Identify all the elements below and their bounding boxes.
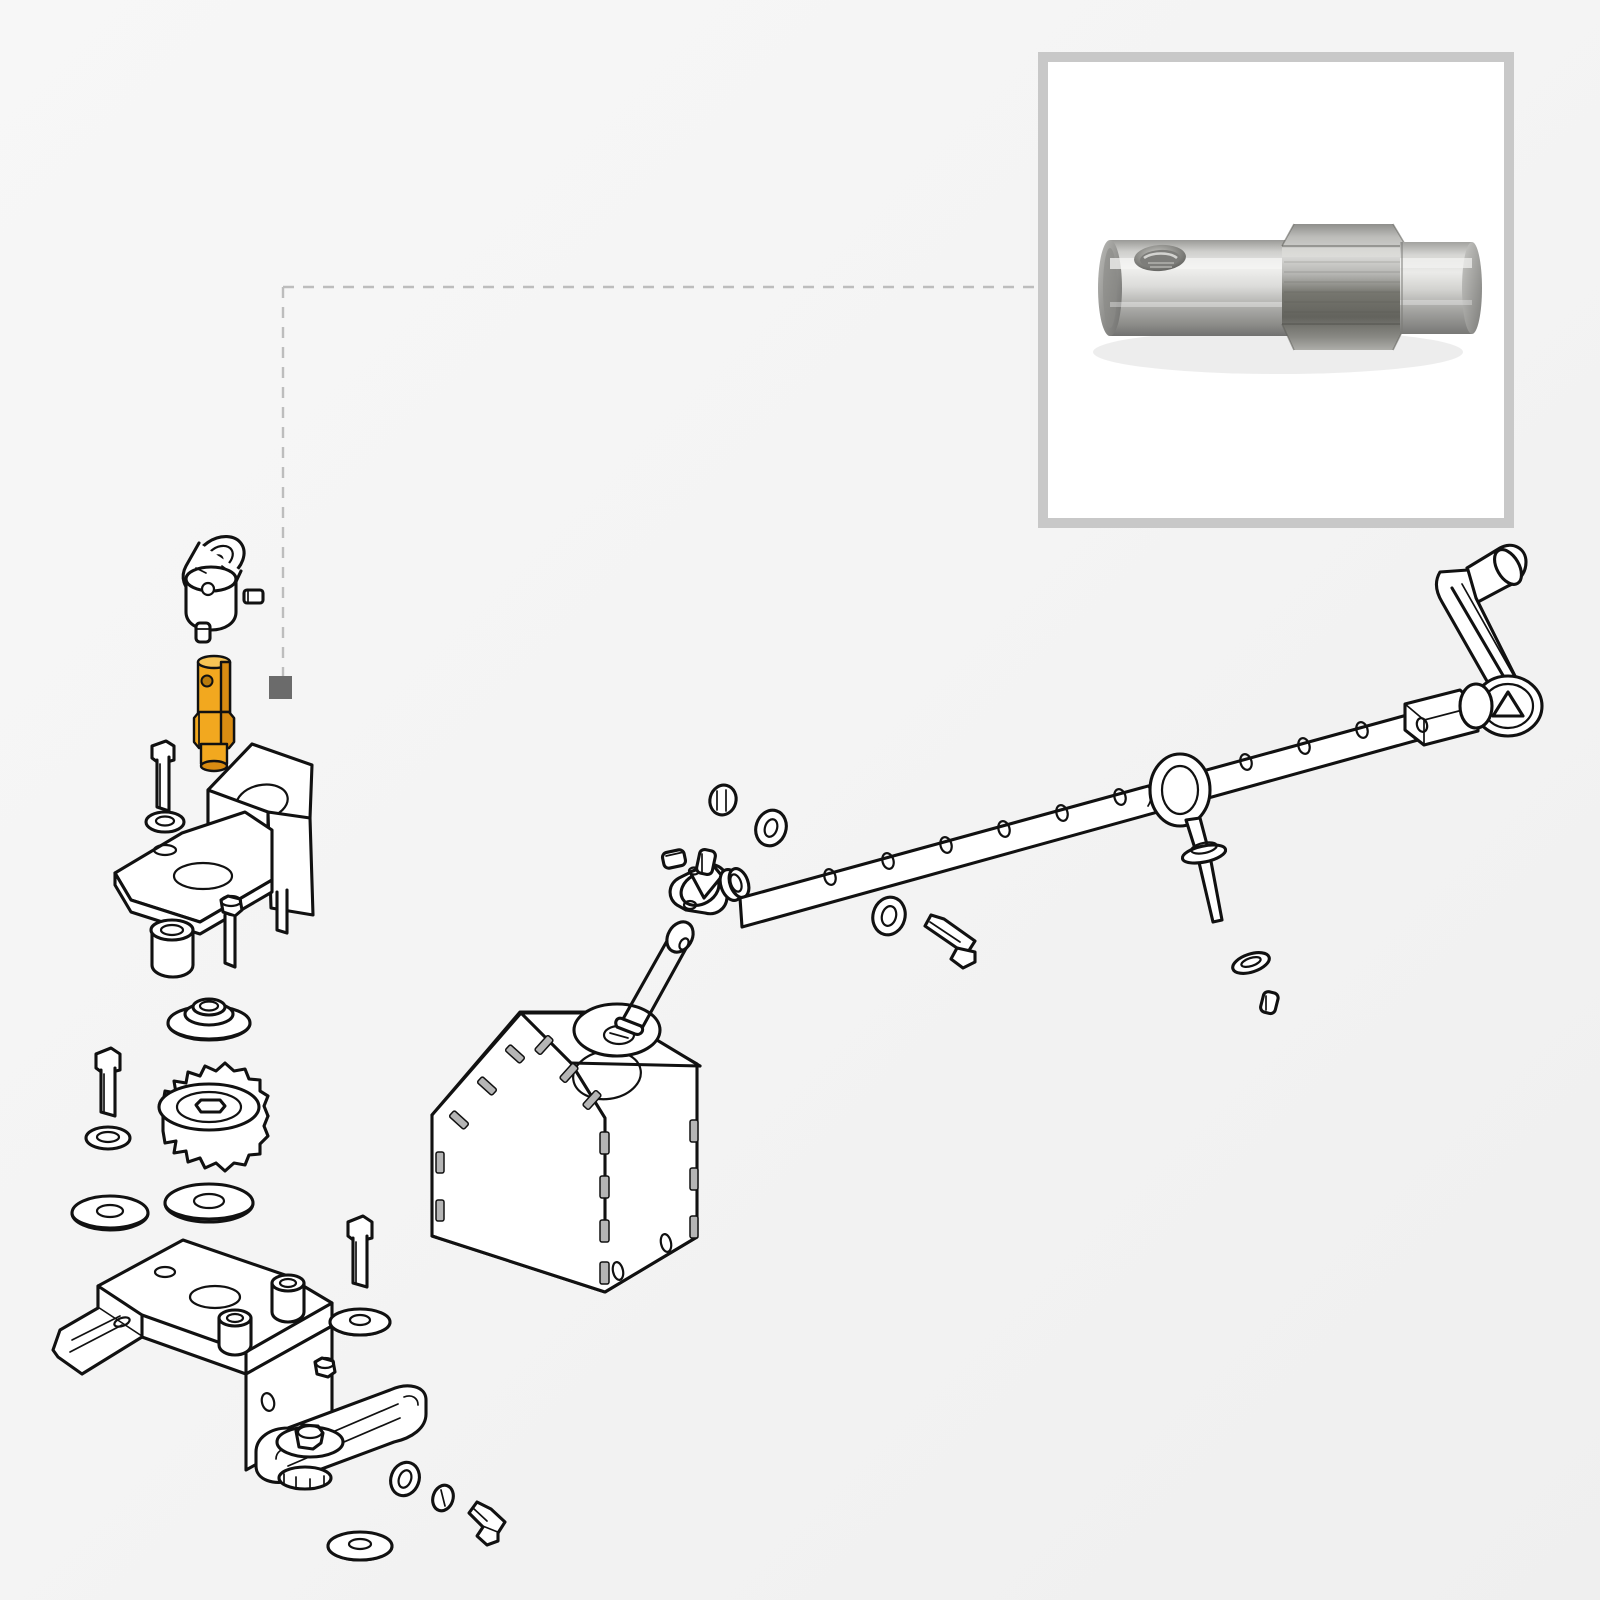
part-detent-ring-pin bbox=[1148, 752, 1228, 924]
part-roll-pin-d bbox=[660, 848, 688, 870]
part-lock-washer-gear bbox=[84, 1125, 132, 1151]
part-standoff-a bbox=[217, 1308, 253, 1357]
coupler-left-barrel bbox=[1098, 240, 1300, 336]
part-nut-float-1 bbox=[708, 783, 738, 817]
part-upper-angle-bracket bbox=[113, 742, 315, 969]
part-hex-bolt-lower bbox=[346, 1214, 374, 1289]
callout-marker-square bbox=[269, 676, 292, 699]
part-flat-washer-2 bbox=[70, 1194, 150, 1232]
part-shaft-coupler-highlighted bbox=[192, 654, 236, 773]
part-roll-pin-a bbox=[242, 588, 265, 605]
part-crank-handle bbox=[1434, 543, 1544, 738]
part-flat-washer-4 bbox=[326, 1530, 394, 1562]
part-roll-pin-e bbox=[1259, 990, 1280, 1016]
part-standoff-b bbox=[270, 1273, 306, 1324]
shaft-coupler-photo bbox=[1048, 62, 1504, 518]
part-lock-washer-upper bbox=[144, 810, 186, 834]
part-washer-float-2 bbox=[871, 895, 907, 937]
callout-leader-line bbox=[281, 285, 1038, 678]
part-spacer-sleeve bbox=[149, 918, 195, 979]
part-roll-pin-c bbox=[695, 847, 717, 877]
part-u-joint-yoke-top bbox=[181, 535, 246, 632]
part-lock-washer-low bbox=[389, 1460, 421, 1498]
part-input-link-shaft bbox=[614, 920, 695, 1036]
part-nut-small bbox=[431, 1483, 455, 1513]
part-flat-washer-1 bbox=[163, 1182, 255, 1224]
part-lower-mounting-bracket bbox=[51, 1238, 428, 1491]
coupler-right-barrel bbox=[1400, 242, 1482, 334]
part-roll-pin-b bbox=[194, 621, 212, 644]
part-bolt-small bbox=[467, 1500, 507, 1547]
part-flat-washer-3 bbox=[328, 1307, 392, 1337]
part-bolt-float-1 bbox=[923, 913, 977, 970]
part-washer-float-3 bbox=[1231, 951, 1271, 975]
part-photo-inset bbox=[1038, 52, 1514, 528]
coupler-hex-nut bbox=[1281, 223, 1407, 351]
part-washer-float-1 bbox=[754, 808, 788, 848]
part-spur-gear bbox=[157, 1061, 270, 1173]
part-hex-bolt-upper bbox=[150, 739, 176, 813]
part-flange-bushing bbox=[166, 997, 252, 1042]
part-hex-bolt-gear bbox=[94, 1046, 122, 1118]
part-drive-shaft bbox=[738, 688, 1480, 929]
part-gearbox-housing bbox=[430, 1002, 702, 1294]
